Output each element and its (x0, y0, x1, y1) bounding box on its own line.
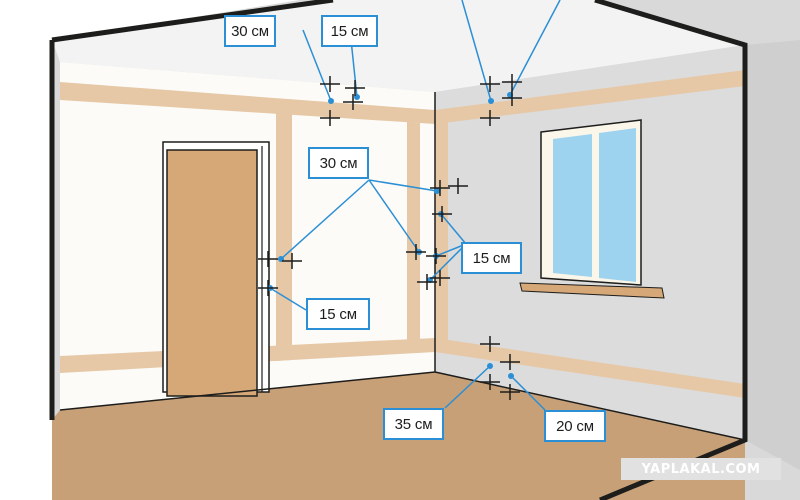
ceiling-edge (51, 0, 334, 43)
cable-strip-ceiling-right (435, 70, 745, 124)
label-floor-35: 35 см (383, 408, 444, 440)
door-leaf (166, 149, 258, 397)
cable-strip-vertical-2 (407, 122, 420, 346)
label-wall-30: 30 см (308, 147, 369, 179)
window-sill (519, 282, 665, 299)
cable-strip-corner (435, 122, 448, 340)
marker (488, 98, 494, 104)
marker (328, 98, 334, 104)
crosshairs (258, 74, 522, 400)
shell-side (745, 40, 800, 470)
floor-edge (59, 371, 436, 411)
cable-strip-ceiling-left (60, 82, 435, 124)
window-glass-right (599, 128, 636, 282)
floor-edge-right (434, 371, 746, 441)
marker (487, 363, 493, 369)
window-glass-left (553, 134, 592, 277)
label-wall-15: 15 см (461, 242, 522, 274)
label-door-15: 15 см (306, 298, 370, 330)
label-ceiling-30: 30 см (224, 15, 276, 47)
marker (508, 373, 514, 379)
label-ceiling-15: 15 см (321, 15, 378, 47)
leader-lines (269, 0, 561, 411)
marker (434, 188, 440, 194)
watermark: YAPLAKAL.COM (621, 458, 781, 480)
cable-strip-floor-right (435, 338, 745, 398)
cable-strip-vertical-1 (276, 112, 292, 361)
label-floor-20: 20 см (544, 410, 606, 442)
